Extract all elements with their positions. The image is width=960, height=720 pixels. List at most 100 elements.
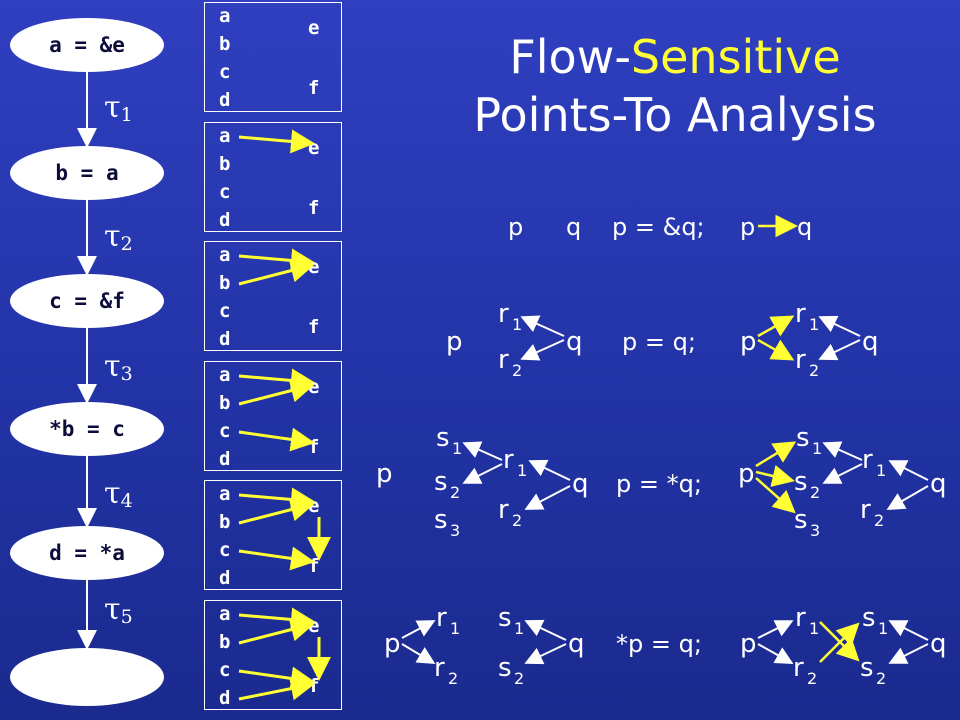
state-6-var-c: c [219,659,231,681]
statement-node-3: c = &f [10,274,164,328]
row1-before-q: q [566,213,581,241]
state-5-edge-b-e [238,497,315,525]
svg-text:s: s [434,505,448,535]
row3-before-q: q [572,469,589,499]
svg-text:s: s [434,467,448,497]
row3-statement: p = *q; [616,470,702,498]
state-3-var-c: c [219,300,231,322]
svg-text:s: s [794,505,808,535]
svg-text:2: 2 [448,669,458,688]
svg-text:2: 2 [512,361,522,380]
row2-before-edge-q-r1 [520,315,565,337]
state-3-var-d: d [219,328,231,350]
state-6-edges [238,607,331,701]
row2-after-edge-p-r2 [757,338,795,361]
svg-text:r: r [434,653,445,683]
state-2-var-a: a [219,125,231,147]
row4-before-edge-q-s2 [524,643,567,665]
state-2-var-c: c [219,181,231,203]
state-5-edges [238,487,331,571]
svg-text:1: 1 [450,619,460,638]
svg-text:r: r [793,653,804,683]
svg-text:1: 1 [809,315,819,334]
state-5-var-b: b [219,511,231,533]
statement-node-4: *b = c [10,402,164,456]
row3-before-edge-q-r2 [524,485,571,510]
title-highlight: Sensitive [630,30,841,84]
svg-text:r: r [862,445,873,475]
svg-text:3: 3 [810,521,820,540]
row4-after-edge-p-r2 [757,643,794,664]
state-4-var-c: c [219,420,231,442]
state-6-var-d: d [219,687,231,709]
title-line-1: Flow-Sensitive [430,28,920,86]
svg-text:2: 2 [874,511,884,530]
row3-after-p: p [738,459,755,489]
row4-before-q: q [568,629,585,659]
svg-text:s: s [794,467,808,497]
state-2-var-f: f [308,197,320,219]
svg-text:1: 1 [452,439,462,458]
svg-text:r: r [498,345,509,375]
state-1-var-d: d [219,89,231,111]
statement-node-2: b = a [10,146,164,200]
row2-before-q: q [566,327,583,357]
svg-text:2: 2 [809,361,819,380]
state-5-var-c: c [219,539,231,561]
row3-after-edge-q-r1 [888,460,929,481]
row3-before-edge-r1-s1 [462,441,503,461]
title-part-1: Flow- [509,30,631,84]
svg-text:s: s [860,653,874,683]
state-4-edges [238,368,315,452]
slide-title: Flow-Sensitive Points-To Analysis [430,28,920,144]
row4-after-edge-p-r1 [757,620,794,639]
row1-statement: p = &q; [612,213,705,241]
svg-text:r: r [436,603,447,633]
row2-statement: p = q; [622,328,696,356]
row4-after-edge-r2-s1 [819,622,860,663]
svg-text:1: 1 [812,439,822,458]
row2-before-edge-q-r2 [520,339,565,361]
state-3-var-f: f [308,316,320,338]
row3-after-edge-p-s1 [755,441,797,468]
state-4-var-d: d [219,448,231,470]
row3-after-edge-r1-s2 [822,463,863,484]
row4-statement: *p = q; [616,630,702,658]
state-4-edge-b-e [238,378,315,406]
row2-after-q: q [862,327,879,357]
row2-after-edge-q-r1 [818,315,861,337]
svg-text:2: 2 [514,669,524,688]
state-4-edge-c-f [238,427,315,452]
row1-before-p: p [508,213,523,241]
row2-after-edge-q-r2 [818,339,861,361]
statement-node-5: d = *a [10,526,164,580]
row3-before-p: p [376,459,393,489]
state-1-var-a: a [219,5,231,27]
svg-text:r: r [795,345,806,375]
state-5-edge-c-f [238,546,315,571]
state-4-var-a: a [219,364,231,386]
state-3-edges [238,248,315,286]
state-6-edge-d-f [238,676,315,701]
title-line-2: Points-To Analysis [473,88,877,142]
